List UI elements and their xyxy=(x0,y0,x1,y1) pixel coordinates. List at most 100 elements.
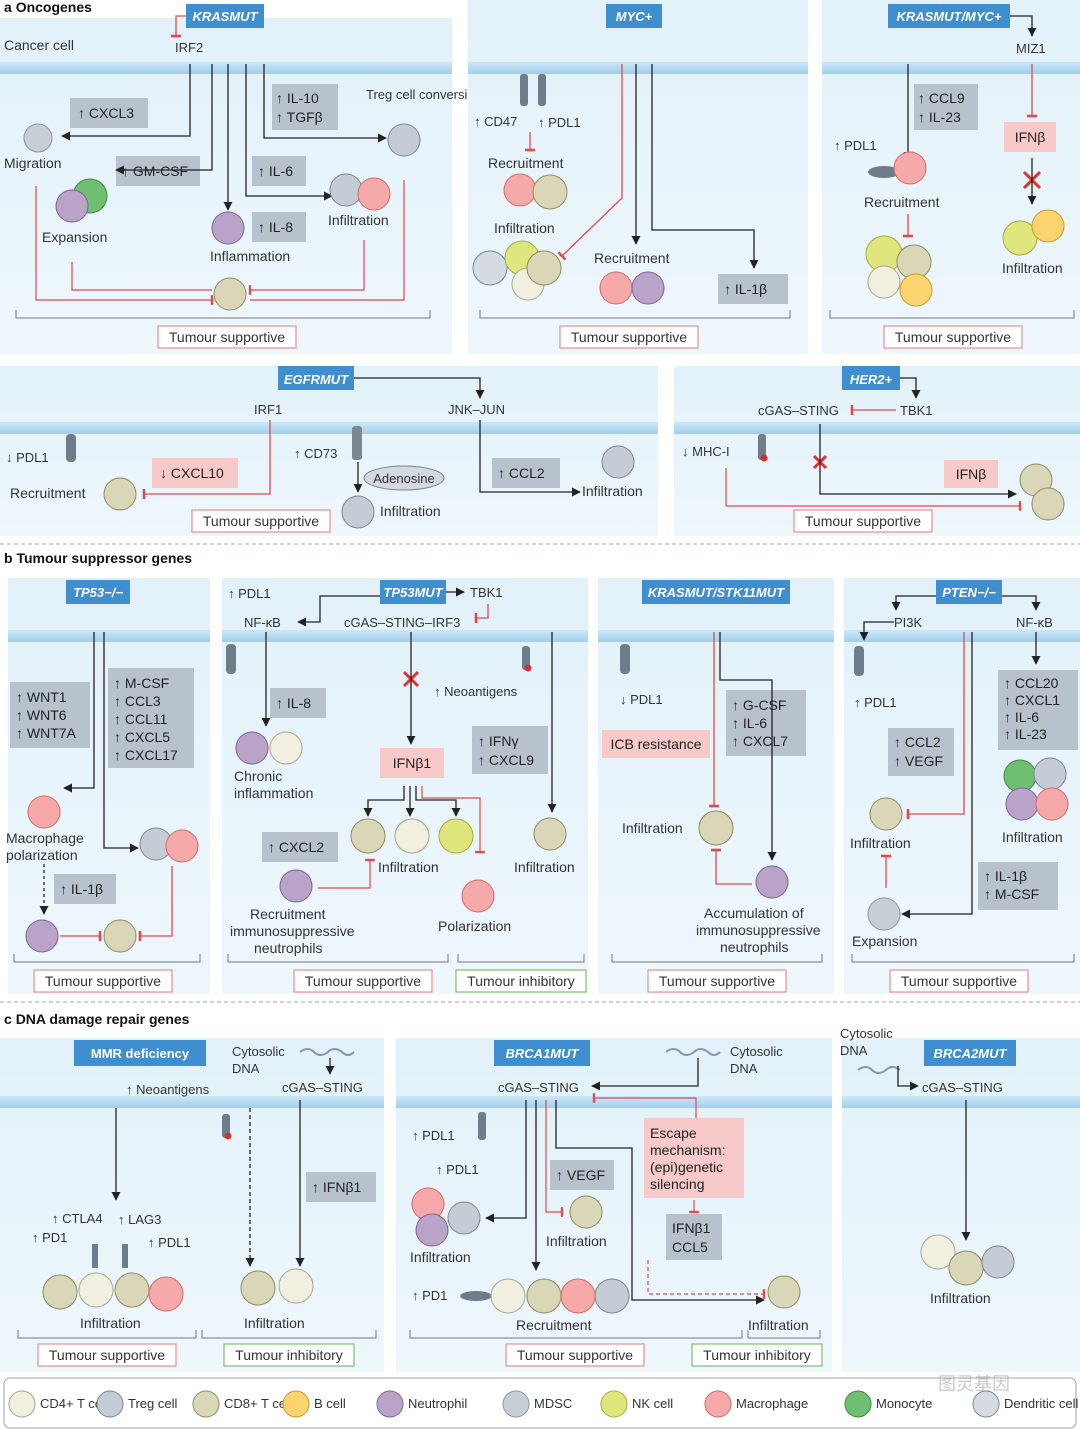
label-il10: ↑ IL-10 xyxy=(276,90,319,106)
label-il6: ↑ IL-6 xyxy=(1004,709,1039,725)
label-ccl20: ↑ CCL20 xyxy=(1004,675,1059,691)
label-infiltration: Infiltration xyxy=(494,220,555,236)
label-il1b: ↑ IL-1β xyxy=(984,868,1027,884)
label-wnt7a: ↑ WNT7A xyxy=(16,725,77,741)
label-nfkb: NF-κB xyxy=(244,615,281,630)
label-recruitment: Recruitment xyxy=(488,155,564,171)
label-infiltration: Infiltration xyxy=(410,1249,471,1265)
gene-brca1: BRCA1MUT xyxy=(506,1046,580,1061)
neutrophil-icon xyxy=(279,869,313,903)
label-pdl1-b: ↑ PDL1 xyxy=(436,1162,479,1177)
label-infiltration: Infiltration xyxy=(80,1315,141,1331)
legend: CD4+ T cell Treg cell CD8+ T cell B cell… xyxy=(3,1374,1079,1429)
label-chronic-2: inflammation xyxy=(234,785,313,801)
label-cgas: cGAS–STING xyxy=(758,403,839,418)
section-a-title: a Oncogenes xyxy=(4,0,92,15)
label-neoantigens: ↑ Neoantigens xyxy=(126,1082,210,1097)
legend-mdsc: MDSC xyxy=(534,1396,572,1411)
cd8-t-cell-icon xyxy=(526,250,562,286)
label-nfkb: NF-κB xyxy=(1016,615,1053,630)
mhc-receptor-icon xyxy=(222,1114,230,1138)
macrophage-icon xyxy=(1035,787,1069,821)
label-ifnb1: IFNβ1 xyxy=(672,1220,711,1236)
label-il8: ↑ IL-8 xyxy=(276,695,311,711)
label-cgas: cGAS–STING xyxy=(498,1080,579,1095)
label-cgas: cGAS–STING–IRF3 xyxy=(344,615,460,630)
label-irf2: IRF2 xyxy=(175,40,203,55)
label-irf1: IRF1 xyxy=(254,402,282,417)
label-tbk1: TBK1 xyxy=(900,403,933,418)
cd8-t-cell-icon xyxy=(569,1195,603,1229)
cd8-t-cell-icon xyxy=(1031,487,1065,521)
label-infiltration: Infiltration xyxy=(930,1290,991,1306)
label-acc-3: neutrophils xyxy=(720,939,789,955)
label-recr-1: Recruitment xyxy=(250,906,326,922)
label-neoantigens: ↑ Neoantigens xyxy=(434,684,518,699)
label-infiltration: Infiltration xyxy=(1002,260,1063,276)
macrophage-icon xyxy=(357,177,391,211)
outcome-b2-sup: Tumour supportive xyxy=(305,973,421,989)
treg-cell-icon xyxy=(594,1278,630,1314)
gene-tp53-null: TP53−/− xyxy=(73,585,123,600)
cd4-t-cell-icon xyxy=(490,1278,526,1314)
macrophage-icon xyxy=(893,151,927,185)
label-escape-1: Escape xyxy=(650,1125,697,1141)
label-escape-2: mechanism: xyxy=(650,1142,725,1158)
outcome-c1-inh: Tumour inhibitory xyxy=(235,1347,343,1363)
legend-b-cell: B cell xyxy=(314,1396,346,1411)
pdl1-receptor-icon xyxy=(226,644,236,674)
label-cxcl7: ↑ CXCL7 xyxy=(732,733,788,749)
label-infiltration-2: Infiltration xyxy=(1002,829,1063,845)
label-infiltration-2: Infiltration xyxy=(244,1315,305,1331)
nk-cell-icon xyxy=(438,818,474,854)
outcome-a3: Tumour supportive xyxy=(895,329,1011,345)
outcome-b1: Tumour supportive xyxy=(45,973,161,989)
cd8-t-cell-icon xyxy=(103,919,137,953)
label-recruitment: Recruitment xyxy=(864,194,940,210)
gene-myc: MYC+ xyxy=(616,9,653,24)
legend-macrophage-icon xyxy=(704,1390,732,1418)
cd8-t-cell-icon xyxy=(350,818,386,854)
outcome-c2-sup: Tumour supportive xyxy=(517,1347,633,1363)
panel-kras: KRASMUT Cancer cell IRF2 ↑ CXCL3 ↑ GM-CS… xyxy=(0,4,482,354)
pdl1-receptor-icon xyxy=(854,646,864,676)
dna-icon xyxy=(857,1066,901,1074)
label-escape-3: (epi)genetic xyxy=(650,1159,723,1175)
cd8-t-cell-icon xyxy=(526,1278,562,1314)
label-recr-3: neutrophils xyxy=(254,940,323,956)
label-polar-1: Macrophage xyxy=(6,830,84,846)
outcome-a2: Tumour supportive xyxy=(571,329,687,345)
macrophage-icon xyxy=(27,795,61,829)
cd8-t-cell-icon xyxy=(869,797,903,831)
label-gcsf: ↑ G-CSF xyxy=(732,697,786,713)
gene-kras: KRASMUT xyxy=(193,9,259,24)
panel-myc: MYC+ ↑ CD47 ↑ PDL1 Recruitment Infiltrat… xyxy=(468,0,808,354)
label-cxcl1: ↑ CXCL1 xyxy=(1004,692,1060,708)
label-infiltration-2: Infiltration xyxy=(582,483,643,499)
label-pdl1: ↓ PDL1 xyxy=(6,450,49,465)
label-mhc: ↓ MHC-I xyxy=(682,444,730,459)
label-infiltration-2: Infiltration xyxy=(546,1233,607,1249)
macrophage-icon xyxy=(148,1276,184,1312)
panel-kras-stk11: KRASMUT/STK11MUT ↓ PDL1 ICB resistance ↑… xyxy=(598,578,834,994)
label-il1b: ↑ IL-1β xyxy=(60,881,103,897)
legend-cd4-icon xyxy=(8,1390,36,1418)
label-cyto-2: DNA xyxy=(730,1061,758,1076)
pdl1-receptor-icon xyxy=(538,74,546,106)
label-il1b: ↑ IL-1β xyxy=(724,281,767,297)
outcome-b4: Tumour supportive xyxy=(901,973,1017,989)
cd8-t-cell-icon xyxy=(698,810,734,846)
pdl1-receptor-icon xyxy=(868,166,900,178)
panel-kras-myc: KRASMUT/MYC+ MIZ1 ↑ CCL9 ↑ IL-23 IFNβ ↑ … xyxy=(822,0,1080,354)
treg-cell-icon xyxy=(329,173,363,207)
label-acc-1: Accumulation of xyxy=(704,905,804,921)
legend-dendritic-icon xyxy=(972,1390,1000,1418)
label-expansion: Expansion xyxy=(852,933,917,949)
label-ccl3: ↑ CCL3 xyxy=(114,693,161,709)
label-infiltration-3: Infiltration xyxy=(748,1317,809,1333)
cd4-t-cell-icon xyxy=(78,1272,114,1308)
legend-nk-icon xyxy=(600,1390,628,1418)
legend-neutrophil: Neutrophil xyxy=(408,1396,467,1411)
label-ccl2: ↑ CCL2 xyxy=(498,465,545,481)
panel-tp53-null: TP53−/− ↑ WNT1 ↑ WNT6 ↑ WNT7A ↑ M-CSF ↑ … xyxy=(6,578,210,994)
